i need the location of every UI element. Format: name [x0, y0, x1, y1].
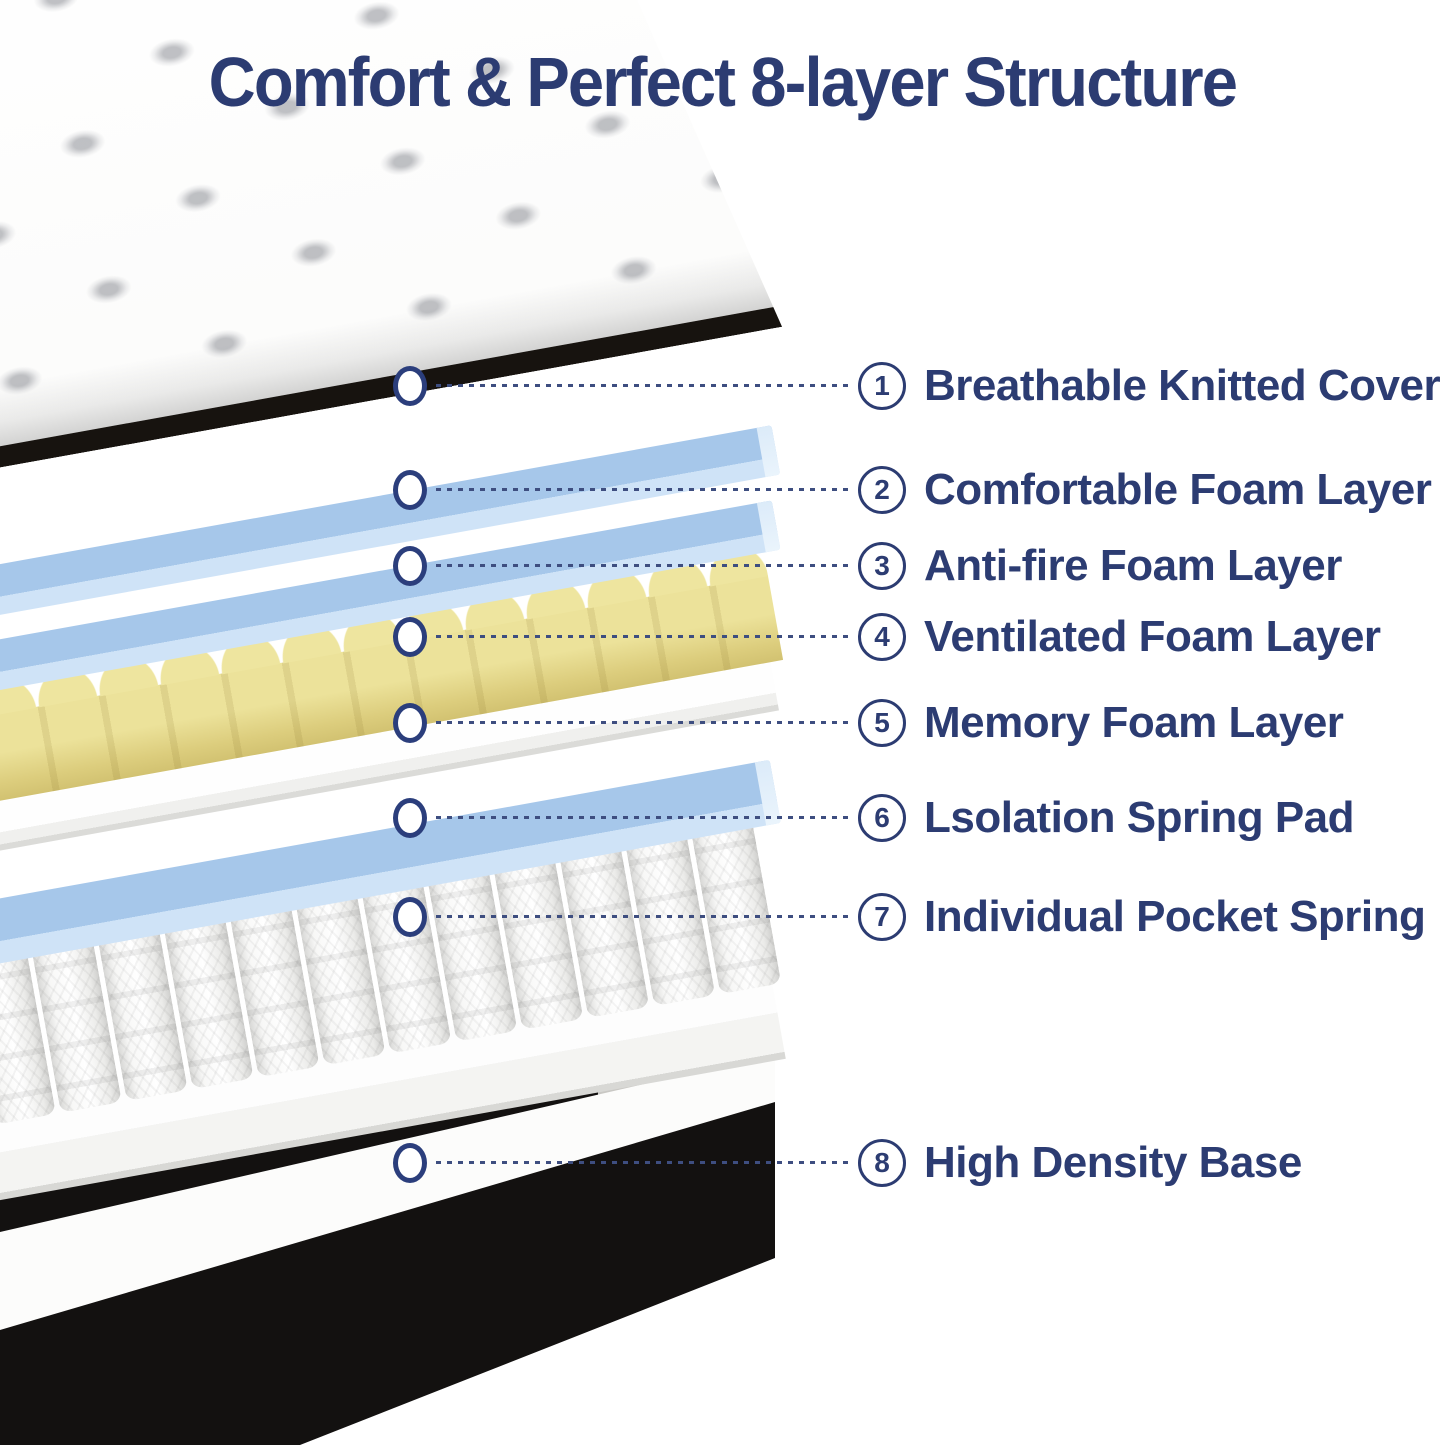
leader-line — [436, 721, 850, 724]
layer-marker-icon — [393, 470, 427, 510]
layer-label: High Density Base — [924, 1138, 1302, 1187]
layer-number-badge: 7 — [858, 893, 906, 941]
layer-marker-icon — [393, 546, 427, 586]
leader-line — [436, 635, 850, 638]
layer-label: Anti-fire Foam Layer — [924, 541, 1342, 590]
leader-line — [436, 384, 850, 387]
layer-number-badge: 4 — [858, 613, 906, 661]
page-title: Comfort & Perfect 8-layer Structure — [208, 43, 1238, 121]
layer-label: Breathable Knitted Cover — [924, 361, 1441, 410]
layer-marker-icon — [393, 617, 427, 657]
layer-number-badge: 3 — [858, 542, 906, 590]
layer-marker-icon — [393, 798, 427, 838]
leader-line — [436, 488, 850, 491]
layer-marker-icon — [393, 366, 427, 406]
layer-marker-icon — [393, 703, 427, 743]
layer-label: Lsolation Spring Pad — [924, 793, 1355, 842]
layer-label: Comfortable Foam Layer — [924, 465, 1432, 514]
layer-number-badge: 5 — [858, 699, 906, 747]
layer-number-badge: 6 — [858, 794, 906, 842]
layer-number-badge: 1 — [858, 362, 906, 410]
layer-label: Ventilated Foam Layer — [924, 612, 1381, 661]
layer-label: Memory Foam Layer — [924, 698, 1344, 747]
layer-marker-icon — [393, 1143, 427, 1183]
layer-number-badge: 2 — [858, 466, 906, 514]
leader-line — [436, 816, 850, 819]
layer-number-badge: 8 — [858, 1139, 906, 1187]
leader-line — [436, 1161, 850, 1164]
layer-label: Individual Pocket Spring — [924, 892, 1426, 941]
leader-line — [436, 564, 850, 567]
leader-line — [436, 915, 850, 918]
layer-marker-icon — [393, 897, 427, 937]
